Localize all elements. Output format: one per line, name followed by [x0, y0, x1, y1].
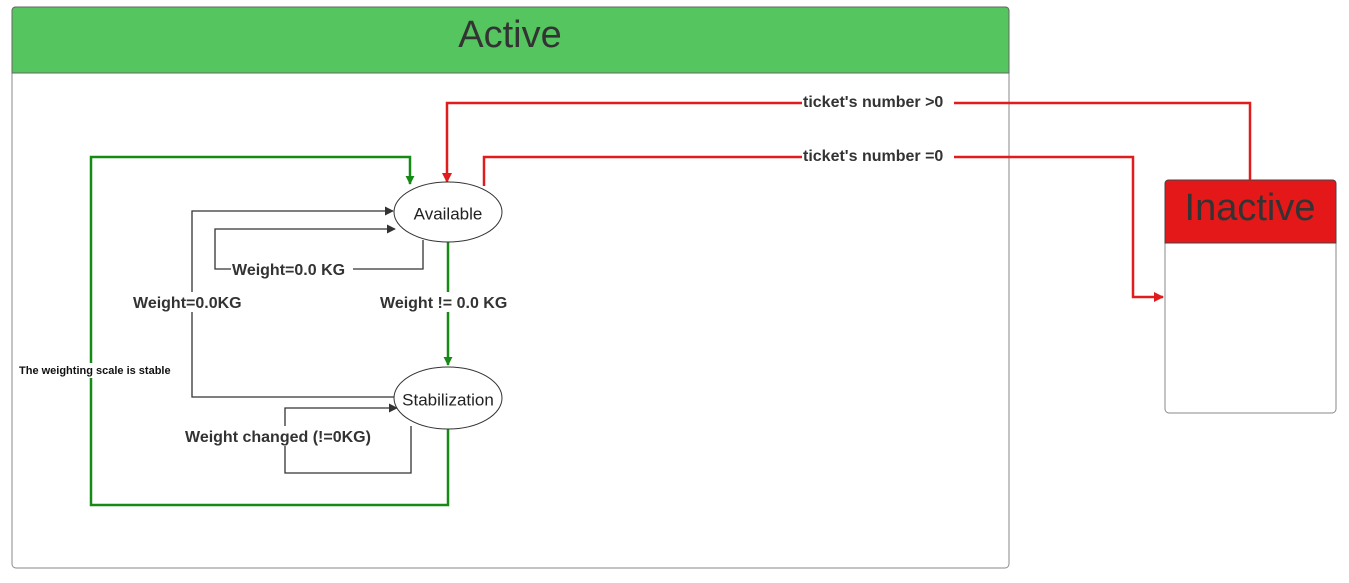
- weight-changed-label: Weight changed (!=0KG): [185, 429, 371, 446]
- weight-zero-back-label: Weight=0.0KG: [133, 295, 242, 312]
- stabilization-self-loop-arrow: [284, 403, 412, 474]
- inactive-state-title: Inactive: [1185, 187, 1316, 229]
- scale-stable-label: The weighting scale is stable: [19, 365, 171, 377]
- ticket-zero-label: ticket's number =0: [803, 148, 943, 165]
- available-state-label: Available: [414, 204, 483, 223]
- stabilization-state-label: Stabilization: [402, 390, 494, 409]
- inactive-state-header: [1164, 179, 1337, 244]
- active-state-container: Active: [11, 6, 1010, 569]
- active-state-title: Active: [458, 14, 561, 56]
- weight-zero-self-label: Weight=0.0 KG: [232, 262, 345, 279]
- available-self-loop-arrow: [214, 224, 424, 270]
- available-state: Available: [393, 181, 503, 243]
- active-state-header: [11, 6, 1010, 74]
- inactive-state-container: Inactive: [1164, 179, 1337, 414]
- ticket-zero-arrow: [482, 155, 1164, 302]
- ticket-positive-label: ticket's number >0: [803, 94, 943, 111]
- weight-nonzero-label: Weight != 0.0 KG: [380, 295, 507, 312]
- scale-stable-loop-arrow: [89, 155, 450, 507]
- stabilization-state: Stabilization: [393, 366, 503, 430]
